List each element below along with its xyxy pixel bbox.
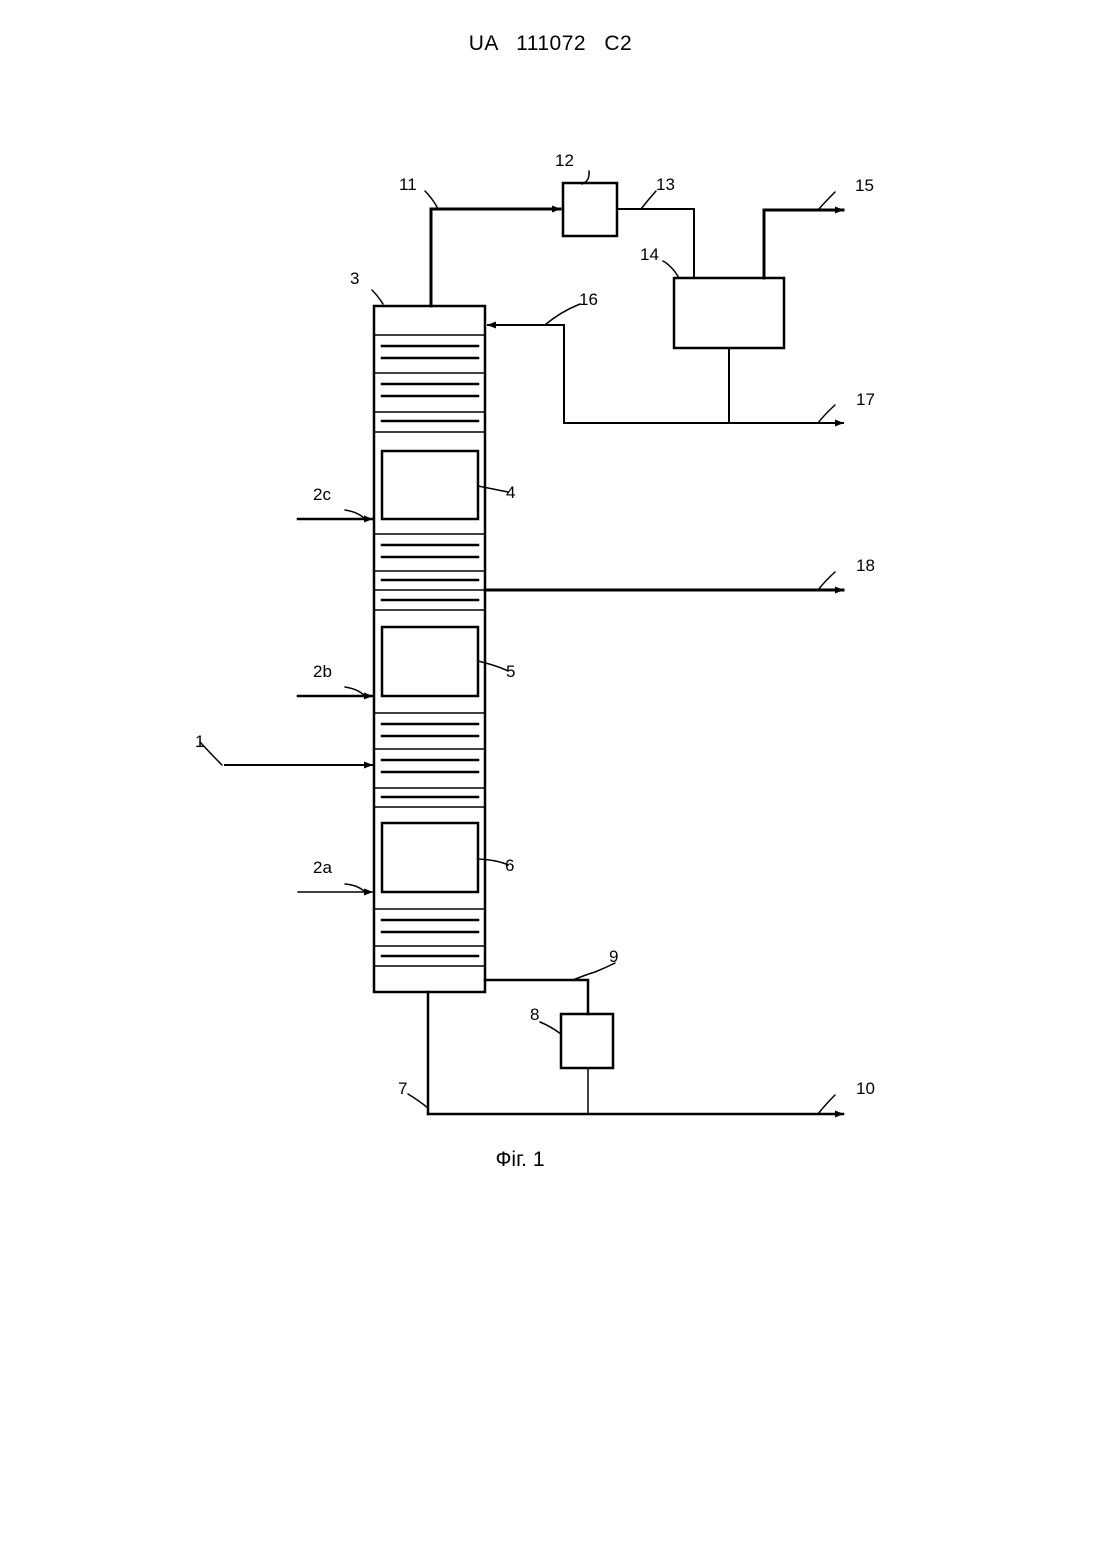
label-11: 11 [399,175,417,194]
label-16: 16 [579,290,598,309]
label-13: 13 [656,175,675,194]
distillation-column [374,306,485,992]
label-2a: 2a [313,858,332,877]
column-trays [382,346,478,956]
stream-13-line [617,209,694,278]
label-leaders [200,171,835,1114]
reaction-zone-5 [382,627,478,696]
reaction-zone-4 [382,451,478,519]
label-3: 3 [350,269,359,288]
label-18: 18 [856,556,875,575]
label-10: 10 [856,1079,875,1098]
stream-16-line [488,325,564,423]
column-section-dividers [374,335,485,966]
stream-15-line [764,210,843,278]
label-1: 1 [195,732,204,751]
label-14: 14 [640,245,659,264]
label-6: 6 [505,856,514,875]
label-17: 17 [856,390,875,409]
figure-caption: Фіг. 1 [0,1148,1040,1172]
label-4: 4 [506,483,515,502]
reference-labels: 3 11 12 13 14 15 16 17 18 2c 4 2b 5 1 2a… [195,151,875,1098]
unit-14 [674,278,784,348]
unit-8 [561,1014,613,1068]
stream-11-line [431,209,560,306]
label-2c: 2c [313,485,331,504]
reaction-zone-6 [382,823,478,892]
label-15: 15 [855,176,874,195]
label-5: 5 [506,662,515,681]
label-9: 9 [609,947,618,966]
label-12: 12 [555,151,574,170]
unit-12 [563,183,617,236]
label-7: 7 [398,1079,407,1098]
label-2b: 2b [313,662,332,681]
label-8: 8 [530,1005,539,1024]
